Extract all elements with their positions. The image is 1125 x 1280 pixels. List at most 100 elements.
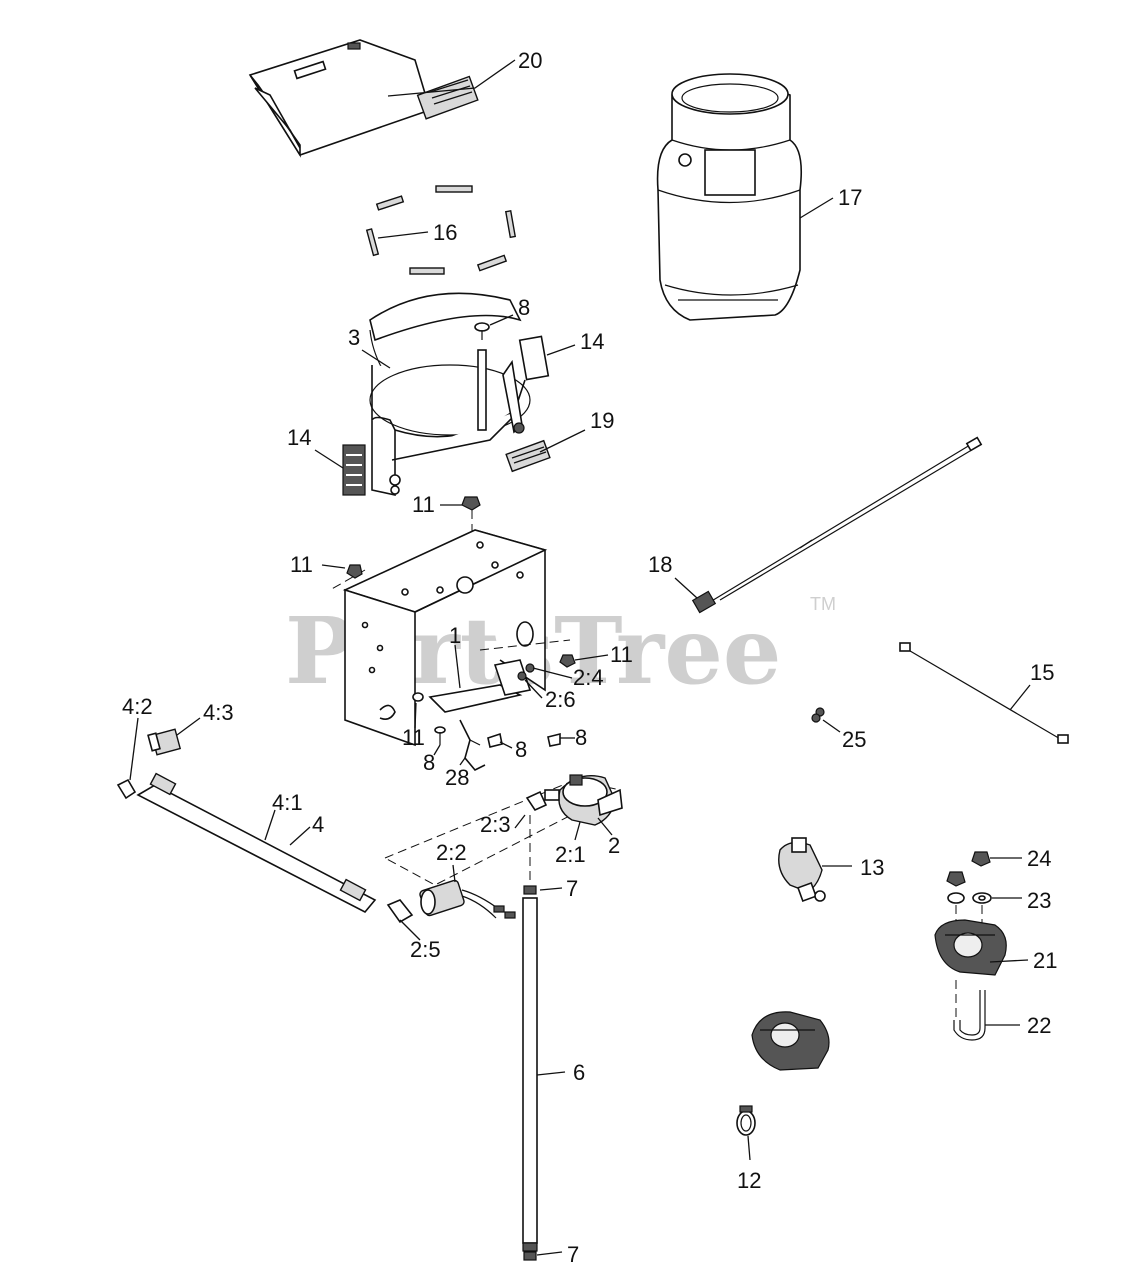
leader-7-bottom — [536, 1251, 563, 1256]
part-1-mount-box — [342, 529, 548, 747]
part-24-nut — [971, 851, 991, 867]
leader-2-2 — [452, 864, 456, 883]
leader-12 — [747, 1135, 751, 1161]
leader-25 — [822, 719, 841, 733]
leader-2 — [597, 817, 613, 836]
leader-28 — [459, 757, 466, 766]
part-11-nut-d — [412, 692, 424, 702]
part-23-washer — [972, 892, 992, 904]
part-7-fitting-top — [523, 885, 537, 895]
leader-2-5 — [399, 919, 421, 941]
part-22-u-bolt — [953, 990, 986, 1041]
callout-2-1: 2:1 — [555, 842, 586, 867]
callout-12: 12 — [737, 1168, 761, 1193]
watermark-trademark: TM — [810, 594, 836, 614]
leader-15 — [1009, 684, 1031, 711]
callout-7-bottom: 7 — [567, 1242, 579, 1267]
callout-2-5: 2:5 — [410, 937, 441, 962]
dashline-right — [479, 639, 571, 651]
callout-20: 20 — [518, 48, 542, 73]
leader-8-a — [433, 744, 441, 756]
part-16-pins — [365, 185, 517, 275]
part-4-hose — [136, 772, 377, 914]
part-19-decal — [505, 439, 551, 473]
callout-8-b: 8 — [515, 737, 527, 762]
part-2-regulator — [544, 774, 623, 826]
callout-14-right: 14 — [580, 329, 604, 354]
part-3-tank-bracket — [369, 292, 531, 496]
part-2-3-elbow — [525, 790, 548, 812]
callout-11-d: 11 — [402, 725, 425, 750]
callout-21: 21 — [1033, 948, 1057, 973]
callout-2-2: 2:2 — [436, 840, 467, 865]
callout-6: 6 — [573, 1060, 585, 1085]
leader-20 — [387, 59, 516, 97]
leader-11-c — [574, 654, 609, 661]
leader-16 — [377, 231, 429, 239]
callout-2-3: 2:3 — [480, 812, 511, 837]
part-12-clamp — [736, 1105, 756, 1136]
part-20-shield-cover — [248, 39, 479, 158]
callout-19: 19 — [590, 408, 614, 433]
leader-3 — [361, 349, 391, 369]
dashline-regulator-box — [383, 779, 622, 886]
isolator-mount-spare — [751, 1011, 830, 1071]
callout-16: 16 — [433, 220, 457, 245]
part-6-tube — [522, 897, 538, 1252]
part-8-screw-a — [434, 726, 446, 745]
part-14-decal — [518, 335, 550, 381]
part-2-2-solenoid — [419, 879, 516, 919]
callout-23: 23 — [1027, 888, 1051, 913]
part-8-screw-c — [547, 732, 561, 747]
callout-15: 15 — [1030, 660, 1054, 685]
callout-2-4: 2:4 — [573, 665, 604, 690]
part-13-valve — [778, 837, 826, 902]
callout-2-6: 2:6 — [545, 687, 576, 712]
leader-11-b — [321, 564, 346, 569]
callout-25: 25 — [842, 727, 866, 752]
part-18-harness — [691, 436, 983, 614]
callout-14-left: 14 — [287, 425, 311, 450]
leader-7-top — [539, 887, 563, 891]
leader-2-6 — [524, 679, 543, 699]
part-4-3-adapter — [147, 728, 182, 756]
part-7-fitting-bottom — [523, 1251, 537, 1261]
part-14-warning-decal — [342, 444, 366, 496]
callout-13: 13 — [860, 855, 884, 880]
callout-4: 4 — [312, 812, 324, 837]
callout-17: 17 — [838, 185, 862, 210]
callout-11-a: 11 — [412, 492, 435, 517]
part-2-4-fitting — [517, 663, 535, 681]
part-11-nut-left — [346, 564, 363, 579]
part-17-propane-tank — [656, 73, 803, 321]
callout-7-top: 7 — [566, 876, 578, 901]
callout-4-3: 4:3 — [203, 700, 234, 725]
part-11-nut-right — [559, 654, 576, 668]
part-8-screw-b — [487, 732, 503, 748]
callout-24: 24 — [1027, 846, 1051, 871]
leader-4-1 — [264, 809, 276, 841]
callout-22: 22 — [1027, 1013, 1051, 1038]
leader-4 — [289, 826, 311, 846]
leader-14-right — [546, 344, 576, 356]
callout-1: 1 — [449, 623, 461, 648]
leader-19 — [539, 429, 586, 453]
part-8-screw — [474, 322, 490, 340]
leader-14-left — [314, 449, 344, 469]
leader-17 — [799, 197, 834, 219]
callout-4-2: 4:2 — [122, 694, 153, 719]
part-2-5-elbow — [386, 899, 414, 924]
leader-21 — [989, 959, 1029, 963]
callout-8-c: 8 — [575, 725, 587, 750]
callout-4-1: 4:1 — [272, 790, 303, 815]
leader-11-d — [414, 702, 417, 729]
leader-4-3 — [176, 717, 201, 736]
part-4-2-elbow — [116, 778, 137, 800]
leader-2-4 — [532, 667, 573, 679]
leader-8-top — [489, 314, 514, 326]
callout-18: 18 — [648, 552, 672, 577]
leader-18 — [674, 577, 698, 599]
part-25-fitting — [811, 707, 825, 723]
part-11-nut — [461, 496, 481, 511]
